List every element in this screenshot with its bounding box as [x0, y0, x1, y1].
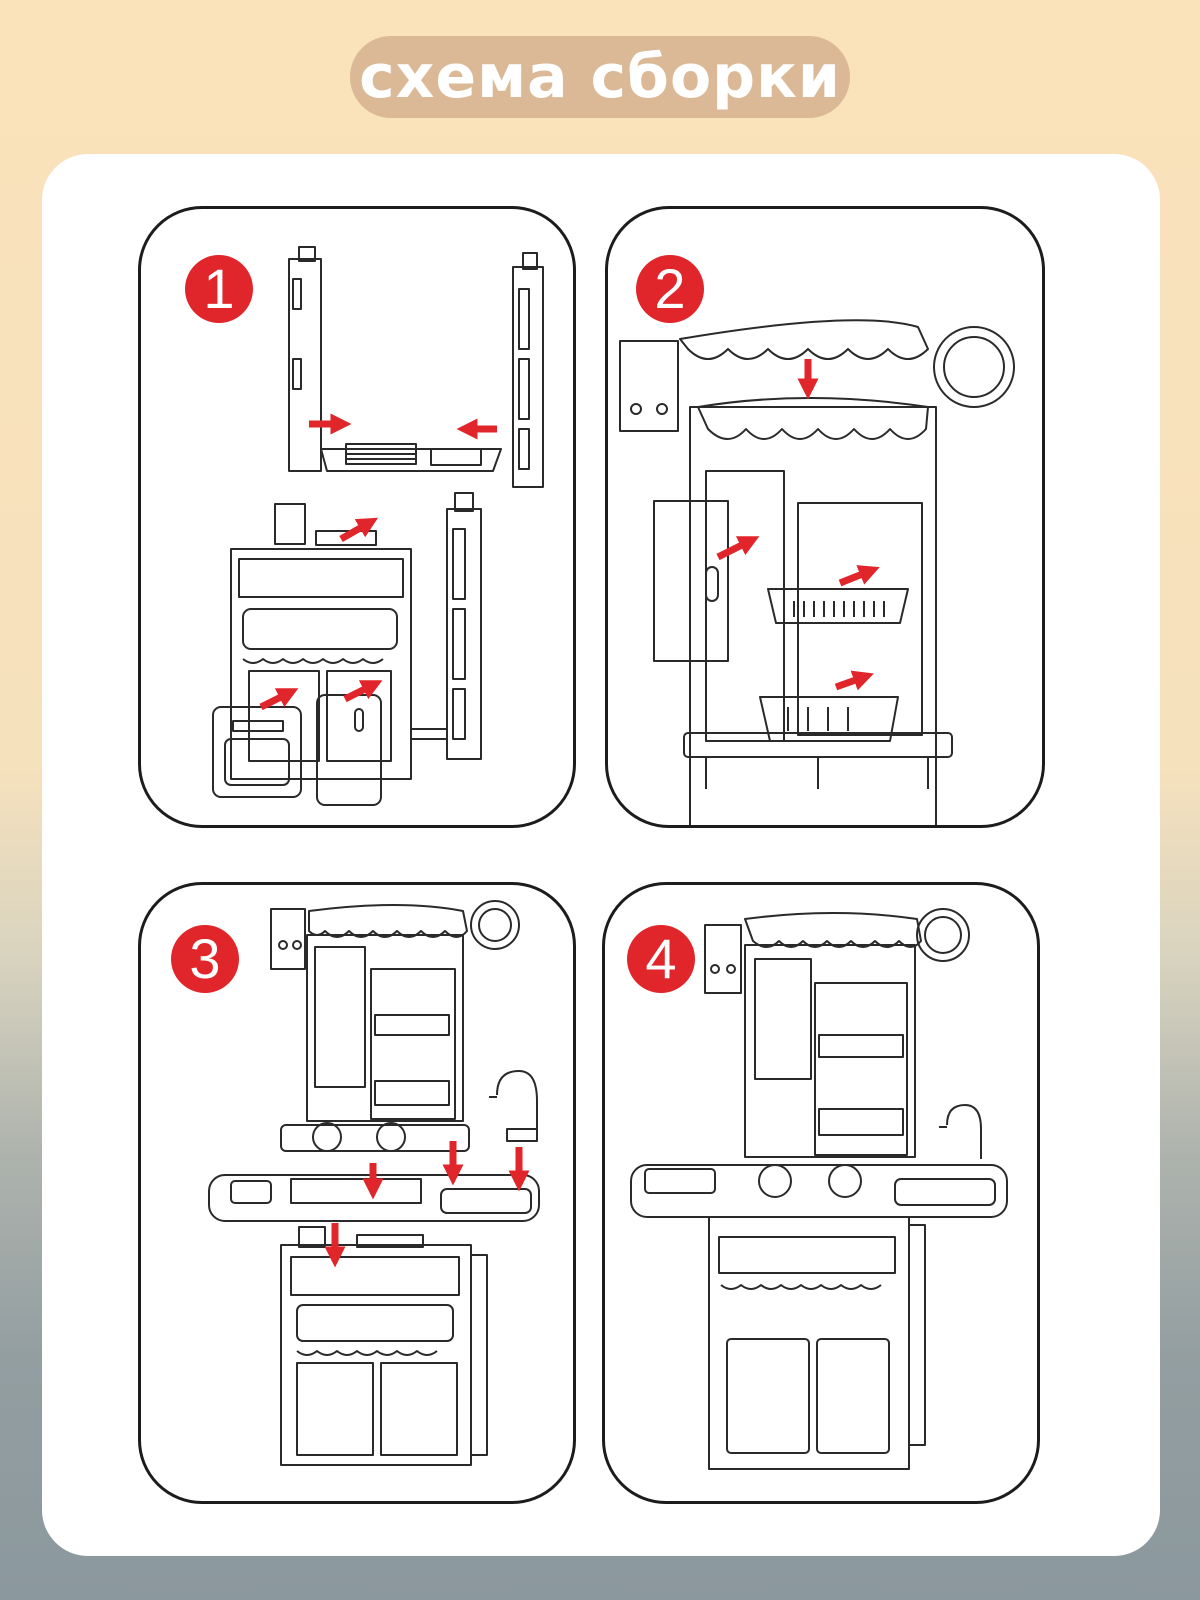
assembled-lower-cabinet — [708, 1216, 926, 1470]
step-3-panel: 3 — [138, 882, 576, 1504]
cabinet-body — [683, 397, 953, 825]
assembled-countertop — [630, 1164, 1008, 1218]
step-4-illustration — [630, 908, 1008, 1470]
right-side-panel — [512, 252, 544, 488]
step-3-number: 3 — [189, 927, 221, 990]
step-2-badge: 2 — [636, 255, 704, 323]
lower-basket — [759, 696, 899, 742]
step-4-panel: 4 — [602, 882, 1040, 1504]
side-door — [653, 500, 729, 662]
oven-door — [212, 706, 302, 798]
step-2-arrows — [716, 359, 880, 691]
step-1-badge: 1 — [185, 255, 253, 323]
bottom-base-tray — [320, 443, 502, 472]
step-3-illustration — [208, 900, 540, 1466]
step-1-number: 1 — [203, 257, 235, 320]
step-1-illustration — [212, 246, 544, 806]
assembled-faucet — [939, 1104, 982, 1159]
step-1-arrows — [259, 413, 497, 711]
hook-board — [619, 340, 679, 432]
step-3-badge: 3 — [171, 925, 239, 993]
faucet — [489, 1070, 538, 1142]
page-title: схема сборки — [359, 42, 841, 112]
upper-basket — [767, 588, 909, 624]
title-pill: схема сборки — [350, 36, 850, 118]
upper-shelf-unit — [270, 900, 520, 1122]
left-side-panel — [288, 246, 322, 472]
step-2-illustration — [619, 319, 1015, 825]
assembled-upper-unit — [704, 908, 970, 1158]
step-1-panel: 1 — [138, 206, 576, 828]
top-awning — [679, 319, 1015, 408]
step-2-panel: 2 — [605, 206, 1045, 828]
stove-top — [280, 1122, 470, 1152]
step-4-number: 4 — [645, 927, 677, 990]
cabinet-side-panel — [411, 492, 482, 760]
cabinet-front-frame — [230, 503, 412, 780]
step-3-arrows — [324, 1141, 530, 1268]
lower-cabinet — [280, 1226, 488, 1466]
step-4-badge: 4 — [627, 925, 695, 993]
step-2-number: 2 — [654, 257, 686, 320]
